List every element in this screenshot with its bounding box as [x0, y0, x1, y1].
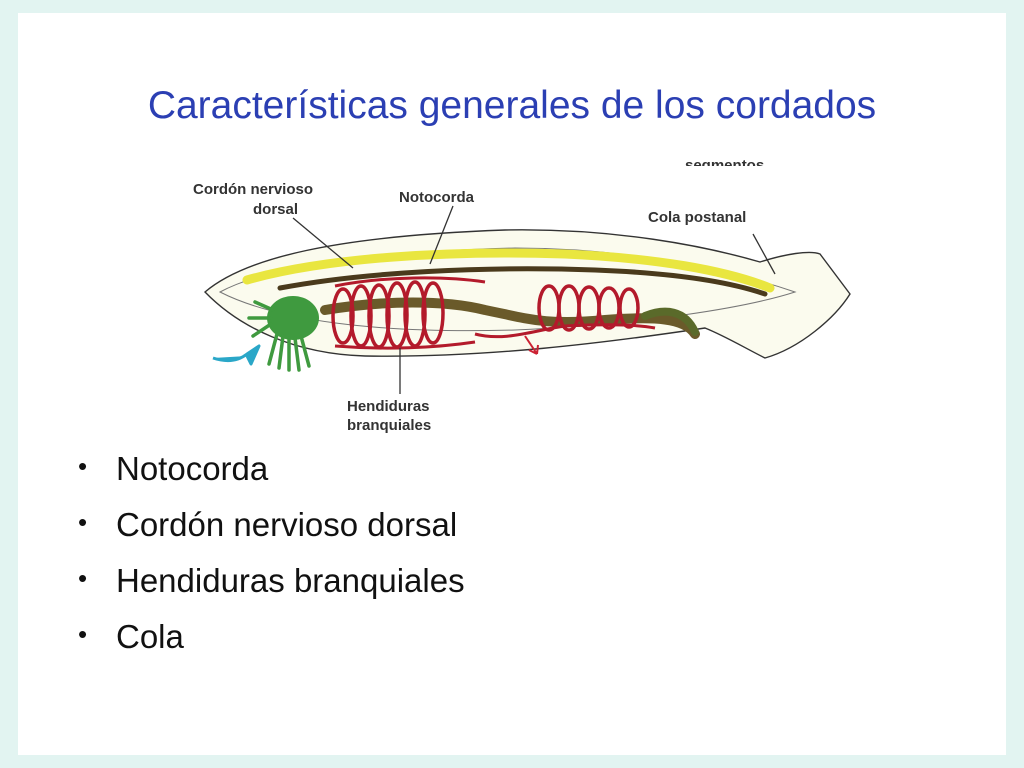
ventral-vessel — [474, 323, 656, 339]
list-item: • Hendiduras branquiales — [78, 558, 465, 614]
leader-notochord — [429, 205, 454, 265]
leader-tail — [752, 233, 776, 275]
gill-vessel — [334, 276, 486, 350]
oral-tentacles — [247, 300, 311, 372]
slide-canvas — [18, 13, 1006, 755]
label-nerve-cord-line2: dorsal — [253, 201, 298, 218]
gill-slit — [421, 281, 445, 345]
bullet-icon: • — [78, 563, 88, 593]
segment — [618, 287, 640, 329]
anus-arrow — [524, 335, 539, 355]
bullet-icon: • — [78, 507, 88, 537]
list-item-text: Hendiduras branquiales — [116, 562, 465, 599]
label-nerve-cord-line1: Cordón nervioso — [193, 181, 313, 198]
water-flow-arrow — [212, 344, 261, 366]
gill-slit — [349, 284, 373, 348]
label-notochord: Notocorda — [399, 189, 475, 206]
slide-title: Características generales de los cordado… — [147, 84, 877, 127]
list-item-text: Notocorda — [116, 450, 269, 487]
gill-slit — [331, 287, 355, 345]
bullet-icon: • — [78, 451, 88, 481]
list-item: • Cola — [78, 614, 465, 670]
list-item-text: Cordón nervioso dorsal — [116, 506, 458, 543]
notochord — [277, 266, 768, 297]
bullet-icon: • — [78, 619, 88, 649]
nerve-cord — [242, 248, 775, 293]
chordate-diagram: segmentos — [185, 158, 860, 440]
list-item: • Cordón nervioso dorsal — [78, 502, 465, 558]
gill-slit — [403, 280, 427, 348]
pharynx — [247, 296, 319, 372]
characteristics-list: • Notocorda • Cordón nervioso dorsal • Hend… — [78, 446, 465, 670]
list-item: • Notocorda — [78, 446, 465, 502]
leader-lines — [292, 205, 776, 394]
label-post-anal-tail: Cola postanal — [648, 209, 746, 226]
chordate-diagram-svg: segmentos — [193, 158, 851, 434]
list-item-text: Cola — [116, 618, 184, 655]
posterior-segments — [537, 284, 640, 332]
label-gill-slits-line1: Hendiduras — [347, 398, 430, 415]
pharynx-body — [267, 296, 319, 340]
leader-nerve-cord — [292, 217, 354, 269]
label-gill-slits-line2: branquiales — [347, 417, 431, 434]
label-crop-mask — [680, 166, 790, 176]
tail-gut — [641, 307, 699, 336]
